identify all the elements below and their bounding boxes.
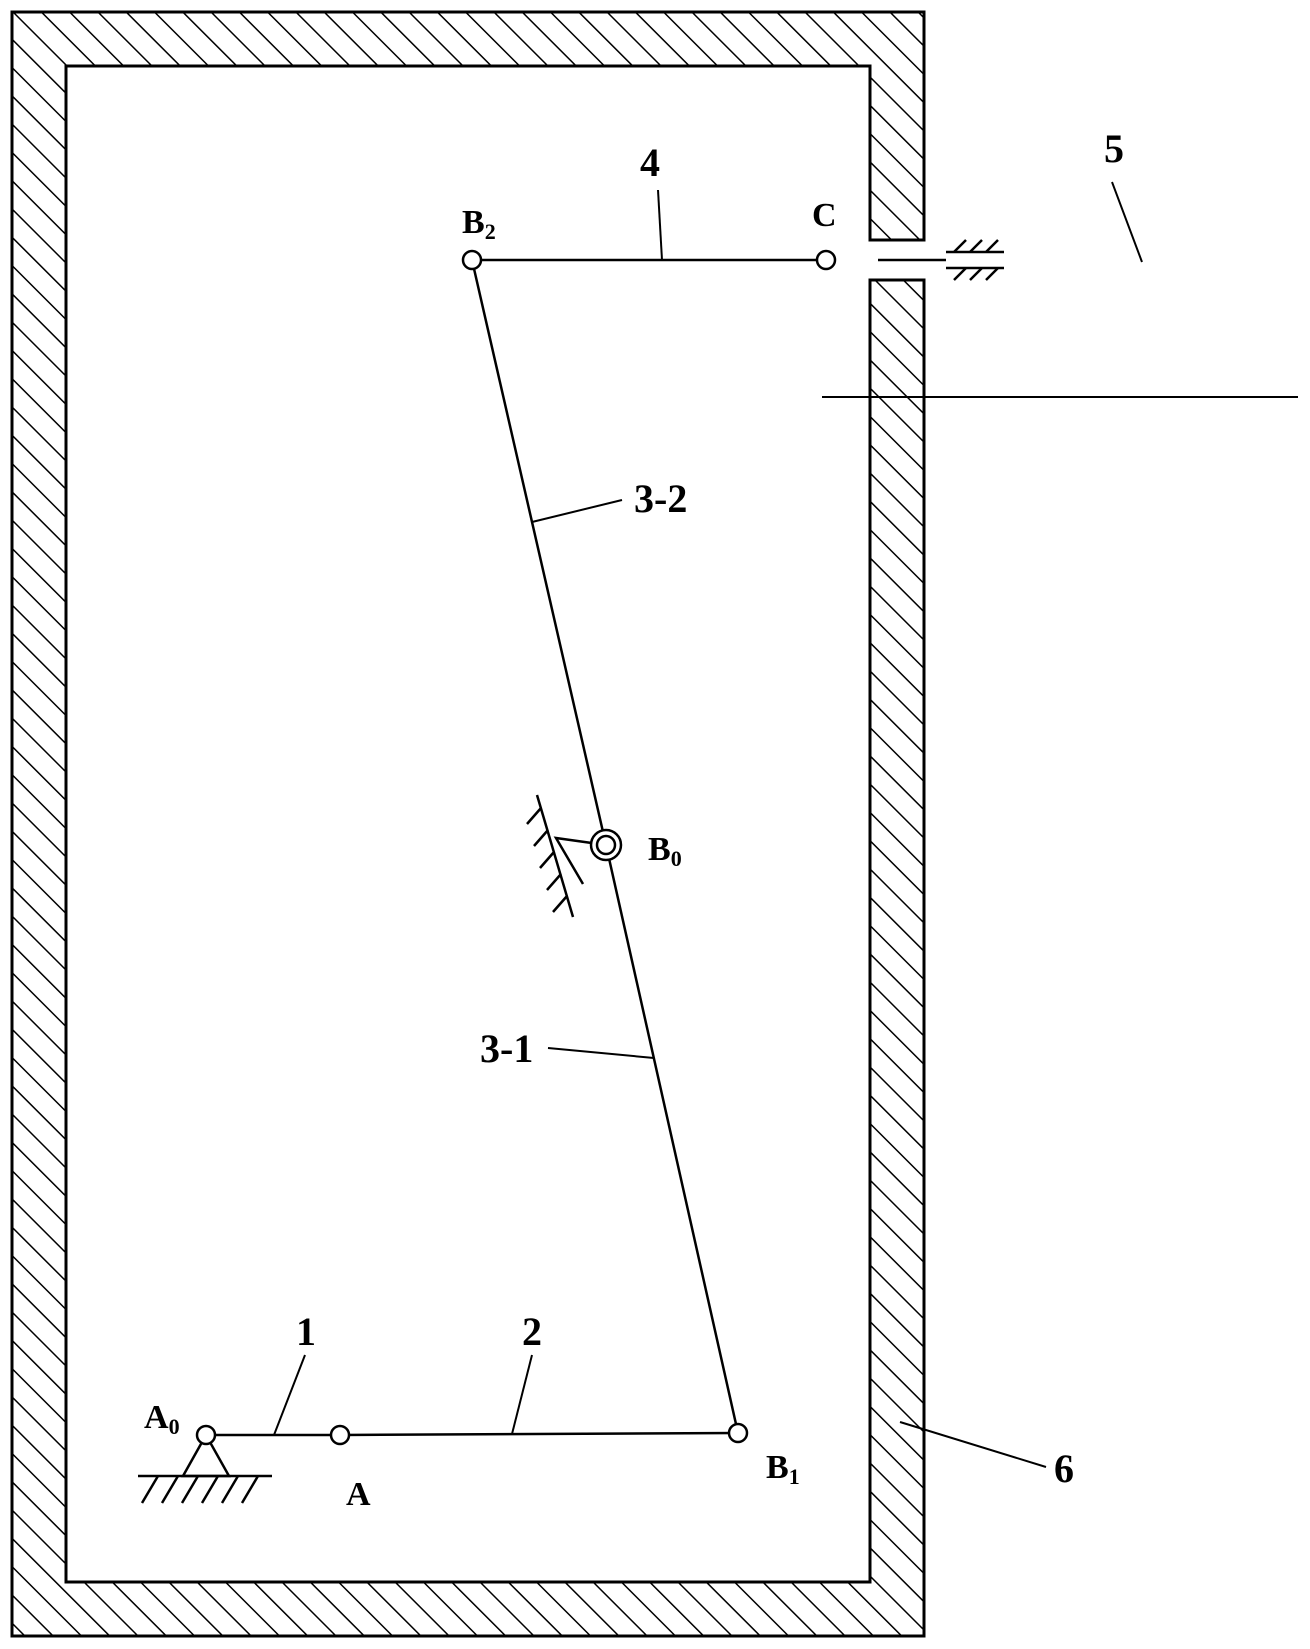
link-rocker-3-1 <box>606 845 738 1433</box>
link-rocker-3-2 <box>472 260 606 845</box>
link-coupler-2 <box>340 1433 738 1435</box>
label-a0: A0 <box>144 1399 180 1439</box>
joint-a <box>331 1426 349 1444</box>
part-label-4: 4 <box>640 140 660 185</box>
part-label-1: 1 <box>296 1309 316 1354</box>
label-c: C <box>812 197 837 234</box>
joint-a0 <box>197 1426 215 1444</box>
part-label-3-2: 3-2 <box>634 476 687 521</box>
linkages <box>206 260 826 1435</box>
part-label-5: 5 <box>1104 126 1124 171</box>
joint-b0 <box>597 836 615 854</box>
ground-support-b0 <box>527 795 621 917</box>
part-label-6: 6 <box>1054 1446 1074 1491</box>
joint-b2 <box>463 251 481 269</box>
joint-c <box>817 251 835 269</box>
label-a: A <box>346 1476 371 1513</box>
label-b2: B2 <box>462 204 496 244</box>
label-b1: B1 <box>766 1449 800 1489</box>
slider-guide-mark <box>878 240 1004 280</box>
part-label-3-1: 3-1 <box>480 1026 533 1071</box>
joint-b1 <box>729 1424 747 1442</box>
part-label-2: 2 <box>522 1309 542 1354</box>
leader-lines <box>274 182 1142 1467</box>
joints <box>197 251 835 1444</box>
label-b0: B0 <box>648 831 682 871</box>
